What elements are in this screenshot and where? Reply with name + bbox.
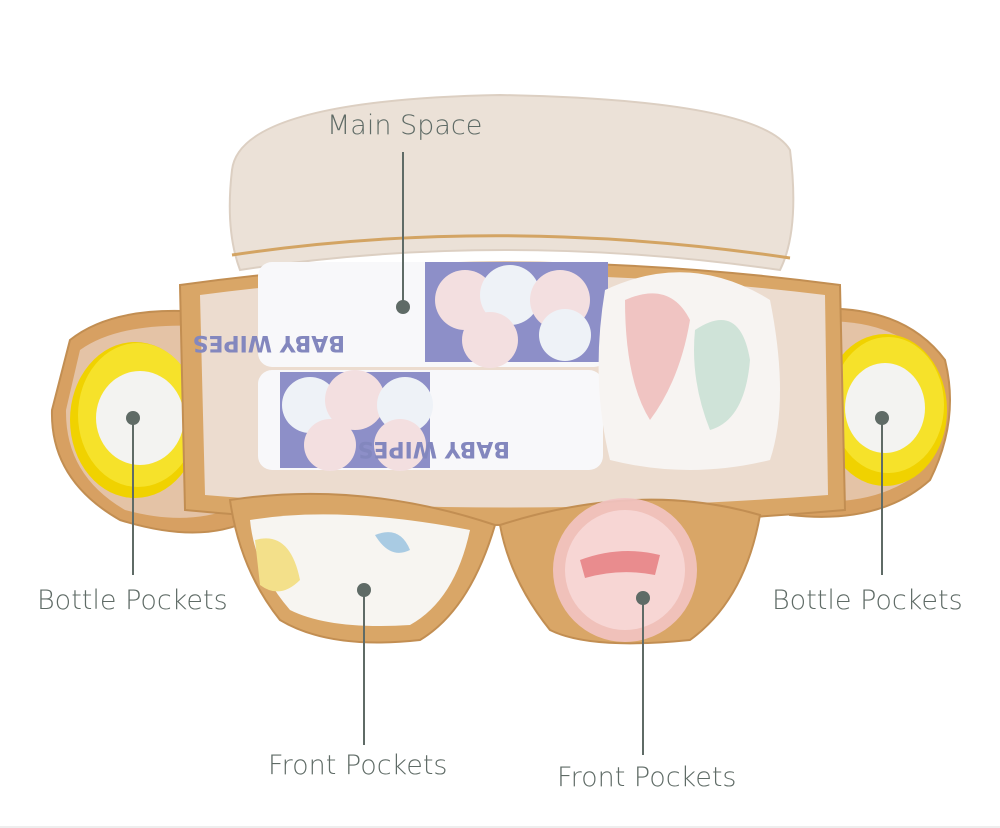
callout-main-space: Main Space bbox=[327, 110, 483, 141]
main-compartment: BABY WIPES BABY WIPES bbox=[178, 93, 847, 526]
callout-front-pockets-right: Front Pockets bbox=[557, 762, 737, 793]
callout-bottle-pockets-left: Bottle Pockets bbox=[37, 585, 228, 616]
svg-text:BABY WIPES: BABY WIPES bbox=[358, 436, 510, 461]
callout-lines bbox=[126, 152, 889, 755]
svg-text:BABY WIPES: BABY WIPES bbox=[193, 330, 345, 355]
callout-front-pockets-left: Front Pockets bbox=[268, 750, 448, 781]
bottom-divider bbox=[0, 826, 1000, 828]
callout-bottle-pockets-right: Bottle Pockets bbox=[772, 585, 963, 616]
front-pockets bbox=[228, 492, 762, 645]
